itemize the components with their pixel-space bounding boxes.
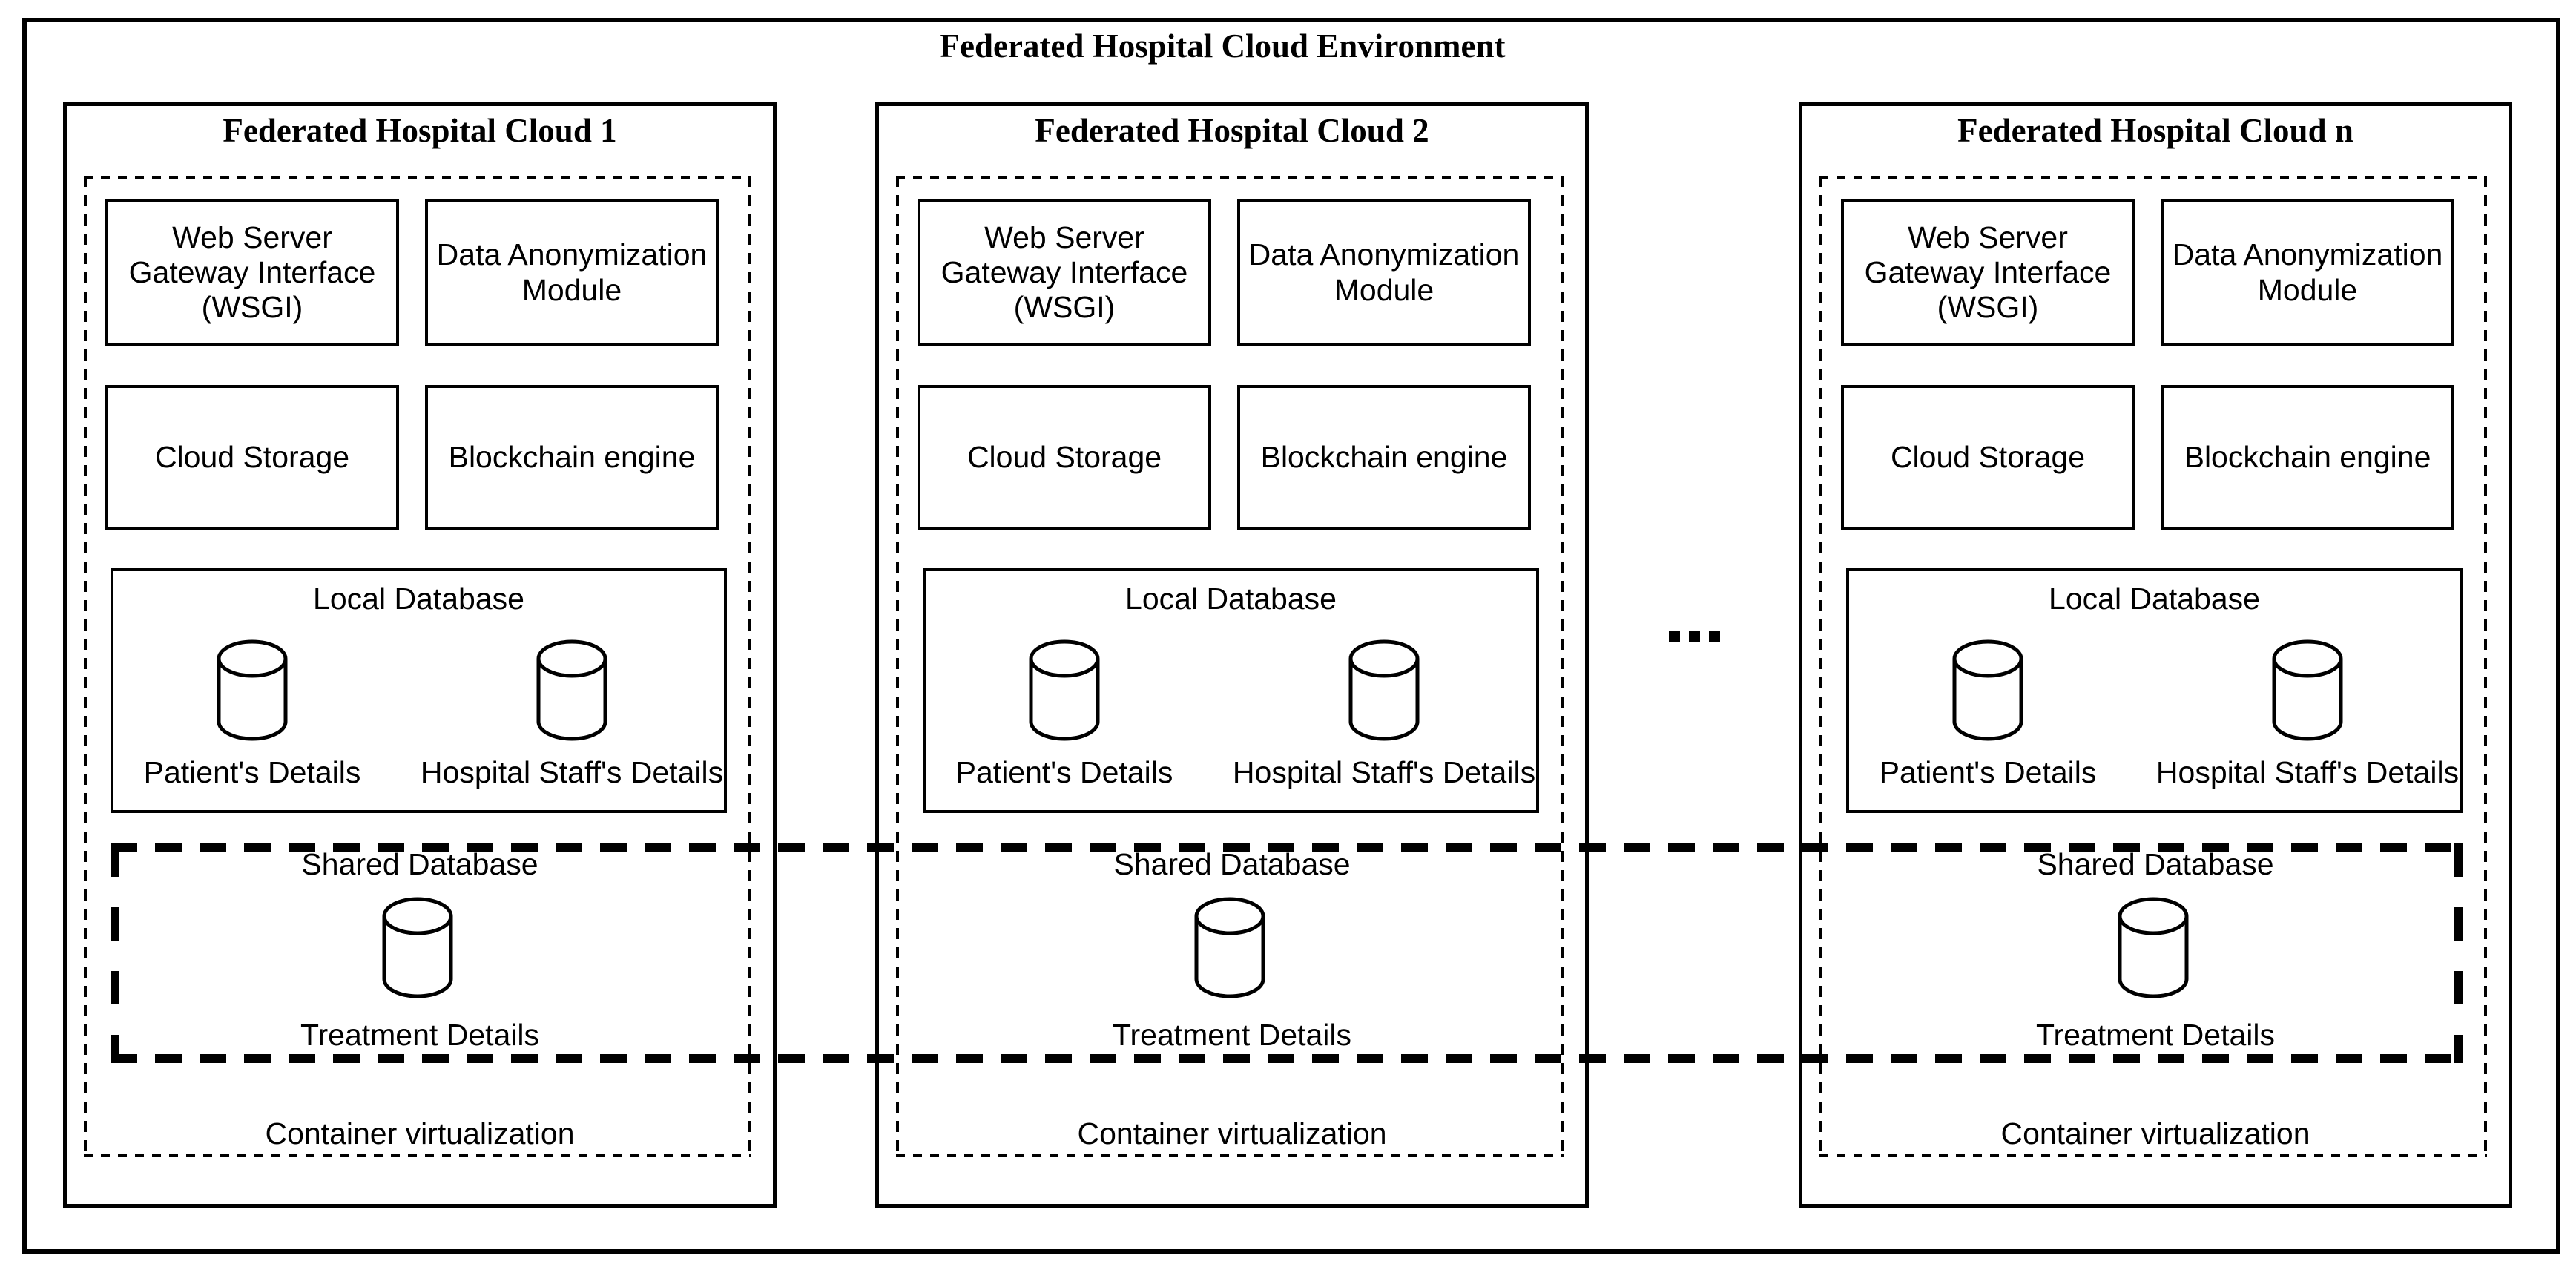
treatment-details-label: Treatment Details xyxy=(300,1018,540,1052)
shared-db-cylinder xyxy=(381,897,455,1002)
cloud-n-box: Federated Hospital Cloud n Web Server Ga… xyxy=(1799,102,2512,1208)
wsgi-module: Web Server Gateway Interface (WSGI) xyxy=(1841,199,2135,346)
shared-database-title: Shared Database xyxy=(301,847,538,881)
dashed-edge xyxy=(2484,176,2487,1157)
shared-db-cylinder xyxy=(2116,897,2190,1002)
dashed-edge xyxy=(84,176,87,1157)
ellipsis-dot xyxy=(1668,631,1680,642)
database-cylinder-icon xyxy=(1952,639,2023,741)
dashed-edge xyxy=(1561,176,1564,1157)
patients-details-label: Patient's Details xyxy=(143,755,361,789)
shared-database-title: Shared Database xyxy=(1113,847,1351,881)
cloud-title: Federated Hospital Cloud 2 xyxy=(1035,112,1429,149)
environment-title: Federated Hospital Cloud Environment xyxy=(939,27,1506,65)
cloud-storage-module: Cloud Storage xyxy=(1841,385,2135,530)
database-cylinder-icon xyxy=(536,639,607,741)
database-cylinder-icon xyxy=(217,639,288,741)
local-database-title: Local Database xyxy=(313,582,524,616)
cloud-storage-module: Cloud Storage xyxy=(105,385,399,530)
dashed-edge xyxy=(84,1154,751,1157)
treatment-details-label: Treatment Details xyxy=(1112,1018,1352,1052)
cloud-storage-module: Cloud Storage xyxy=(918,385,1211,530)
dashed-edge xyxy=(896,1154,1564,1157)
staff-details-label: Hospital Staff's Details xyxy=(420,755,724,789)
database-cylinder-icon xyxy=(1348,639,1420,741)
dashed-edge xyxy=(896,176,1564,179)
database-cylinder-icon xyxy=(1029,639,1100,741)
local-database-title: Local Database xyxy=(2049,582,2260,616)
ellipsis-dot xyxy=(1708,631,1720,642)
blockchain-engine-module: Blockchain engine xyxy=(425,385,719,530)
patients-details-label: Patient's Details xyxy=(1879,755,2097,789)
patients-details-label: Patient's Details xyxy=(955,755,1173,789)
patients-db-cylinder xyxy=(1951,639,2025,745)
dashed-edge xyxy=(1819,176,1822,1157)
container-virtualization-label: Container virtualization xyxy=(2000,1116,2310,1151)
dashed-edge xyxy=(896,176,899,1157)
data-anonymization-module: Data Anonymization Module xyxy=(2161,199,2454,346)
local-database-panel: Local Database Patient's Details Hospita… xyxy=(923,568,1539,813)
data-anonymization-module: Data Anonymization Module xyxy=(425,199,719,346)
ellipsis-icon xyxy=(1657,631,1731,642)
staff-db-cylinder xyxy=(535,639,609,745)
blockchain-engine-module: Blockchain engine xyxy=(2161,385,2454,530)
container-virtualization-label: Container virtualization xyxy=(1077,1116,1387,1151)
staff-db-cylinder xyxy=(1347,639,1421,745)
cloud-1-box: Federated Hospital Cloud 1 Web Server Ga… xyxy=(63,102,777,1208)
shared-database-title: Shared Database xyxy=(2037,847,2274,881)
cloud-title: Federated Hospital Cloud 1 xyxy=(223,112,617,149)
database-cylinder-icon xyxy=(382,897,453,998)
staff-details-label: Hospital Staff's Details xyxy=(1232,755,1536,789)
patients-db-cylinder xyxy=(1027,639,1101,745)
local-database-panel: Local Database Patient's Details Hospita… xyxy=(111,568,727,813)
container-virtualization-boundary xyxy=(84,176,751,1157)
staff-db-cylinder xyxy=(2270,639,2345,745)
patients-db-cylinder xyxy=(215,639,289,745)
local-database-panel: Local Database Patient's Details Hospita… xyxy=(1846,568,2463,813)
shared-db-cylinder xyxy=(1193,897,1267,1002)
cloud-title: Federated Hospital Cloud n xyxy=(1957,112,2353,149)
blockchain-engine-module: Blockchain engine xyxy=(1237,385,1531,530)
dashed-edge xyxy=(748,176,751,1157)
container-virtualization-boundary xyxy=(1819,176,2487,1157)
dashed-edge xyxy=(84,176,751,179)
treatment-details-label: Treatment Details xyxy=(2035,1018,2276,1052)
container-virtualization-label: Container virtualization xyxy=(265,1116,575,1151)
dashed-edge xyxy=(1819,176,2487,179)
dashed-edge xyxy=(1819,1154,2487,1157)
local-database-title: Local Database xyxy=(1125,582,1337,616)
database-cylinder-icon xyxy=(2272,639,2343,741)
ellipsis-dot xyxy=(1688,631,1700,642)
staff-details-label: Hospital Staff's Details xyxy=(2155,755,2460,789)
database-cylinder-icon xyxy=(2118,897,2189,998)
wsgi-module: Web Server Gateway Interface (WSGI) xyxy=(105,199,399,346)
wsgi-module: Web Server Gateway Interface (WSGI) xyxy=(918,199,1211,346)
cloud-2-box: Federated Hospital Cloud 2 Web Server Ga… xyxy=(875,102,1589,1208)
container-virtualization-boundary xyxy=(896,176,1564,1157)
database-cylinder-icon xyxy=(1194,897,1265,998)
data-anonymization-module: Data Anonymization Module xyxy=(1237,199,1531,346)
